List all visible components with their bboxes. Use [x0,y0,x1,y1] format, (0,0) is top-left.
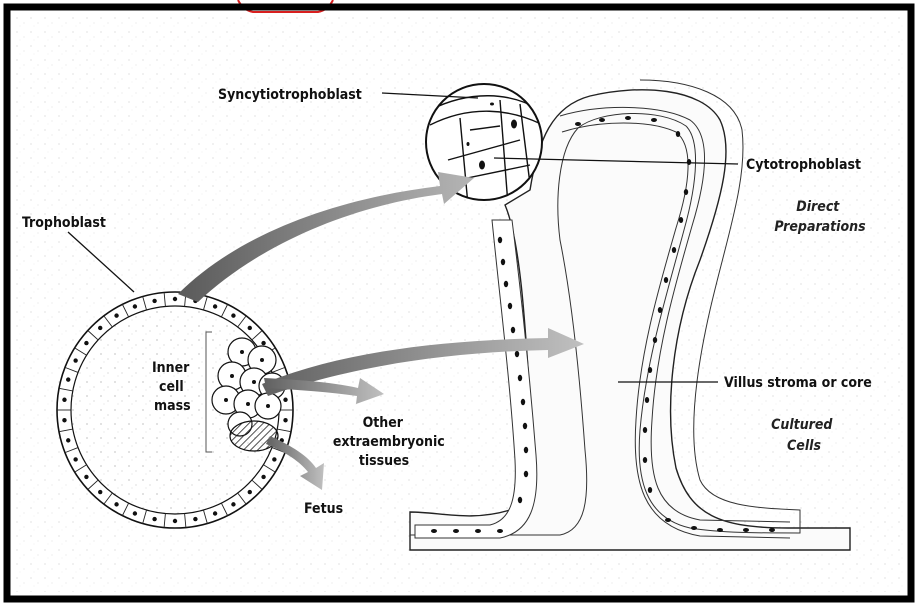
trophoblast-cell-nucleus [152,517,156,521]
trophoblast-cell-nucleus [66,438,70,442]
trophoblast-cell-nucleus [248,326,252,330]
trophoblast-cell-nucleus [84,475,88,479]
trophoblast-cell-nucleus [98,326,102,330]
fetus-precursor-hatched [230,421,278,451]
label-syncytiotrophoblast: Syncytiotrophoblast [218,87,362,103]
trophoblast-cell-nucleus [272,457,276,461]
trophoblast-cell-nucleus [114,502,118,506]
trophoblast-cell-nucleus [261,475,265,479]
trophoblast-cell-nucleus [193,517,197,521]
trophoblast-cell-nucleus [213,511,217,515]
label-fetus: Fetus [304,501,343,517]
trophoblast-cell-nucleus [261,341,265,345]
trophoblast-cell-nucleus [62,398,66,402]
trophoblast-cell-nucleus [173,519,177,523]
trophoblast-cell-nucleus [73,358,77,362]
trophoblast-cell-nucleus [283,398,287,402]
trophoblast-cell-nucleus [173,297,177,301]
label-trophoblast: Trophoblast [22,215,106,231]
trophoblast-cell-nucleus [152,299,156,303]
trophoblast-cell-nucleus [283,418,287,422]
trophoblast-cell-nucleus [84,341,88,345]
label-villus-stroma: Villus stroma or core [724,375,872,391]
trophoblast-cell-nucleus [62,418,66,422]
trophoblast-cell-nucleus [114,313,118,317]
trophoblast-cell-nucleus [133,304,137,308]
trophoblast-cell-nucleus [66,377,70,381]
trophoblast-cell-nucleus [231,313,235,317]
trophoblast-cell-nucleus [213,304,217,308]
trophoblast-cell-nucleus [248,490,252,494]
label-inner-cell-mass: Inner cell mass [152,360,194,414]
trophoblast-cell-nucleus [73,457,77,461]
trophoblast-cell-nucleus [231,502,235,506]
trophoblast-cell-nucleus [133,511,137,515]
trophoblast-cell-nucleus [98,490,102,494]
label-cytotrophoblast: Cytotrophoblast [746,157,861,173]
